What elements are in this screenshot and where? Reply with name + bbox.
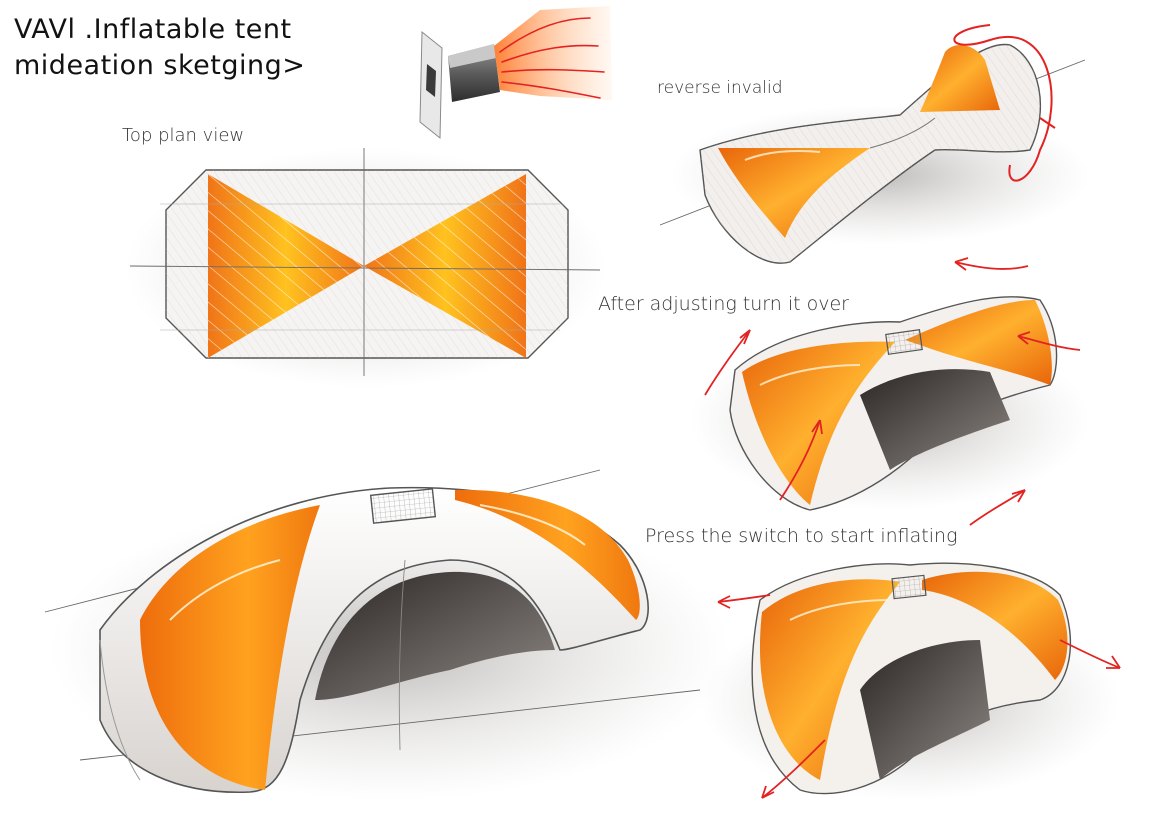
press-switch-label: Press the switch to start inflating [645,525,958,547]
sketch-title: VAVl .Inflatable tent mideation sketging… [14,12,305,84]
light-beam-icon [494,6,612,100]
reverse-invalid-label: reverse invalid [657,78,783,98]
after-adjusting-label: After adjusting turn it over [598,293,849,315]
title-line-1: VAVl .Inflatable tent [14,14,292,45]
press-switch-sketch [700,489,1121,800]
after-adjusting-sketch [690,257,1090,511]
reverse-invalid-sketch [659,24,1090,264]
title-line-2: mideation sketging> [14,50,306,81]
top-plan-view-label: Top plan view [122,125,245,146]
pump-nozzle-icon [419,30,500,140]
top-plan-view-sketch [126,148,606,388]
large-tent-perspective-sketch [44,469,730,800]
